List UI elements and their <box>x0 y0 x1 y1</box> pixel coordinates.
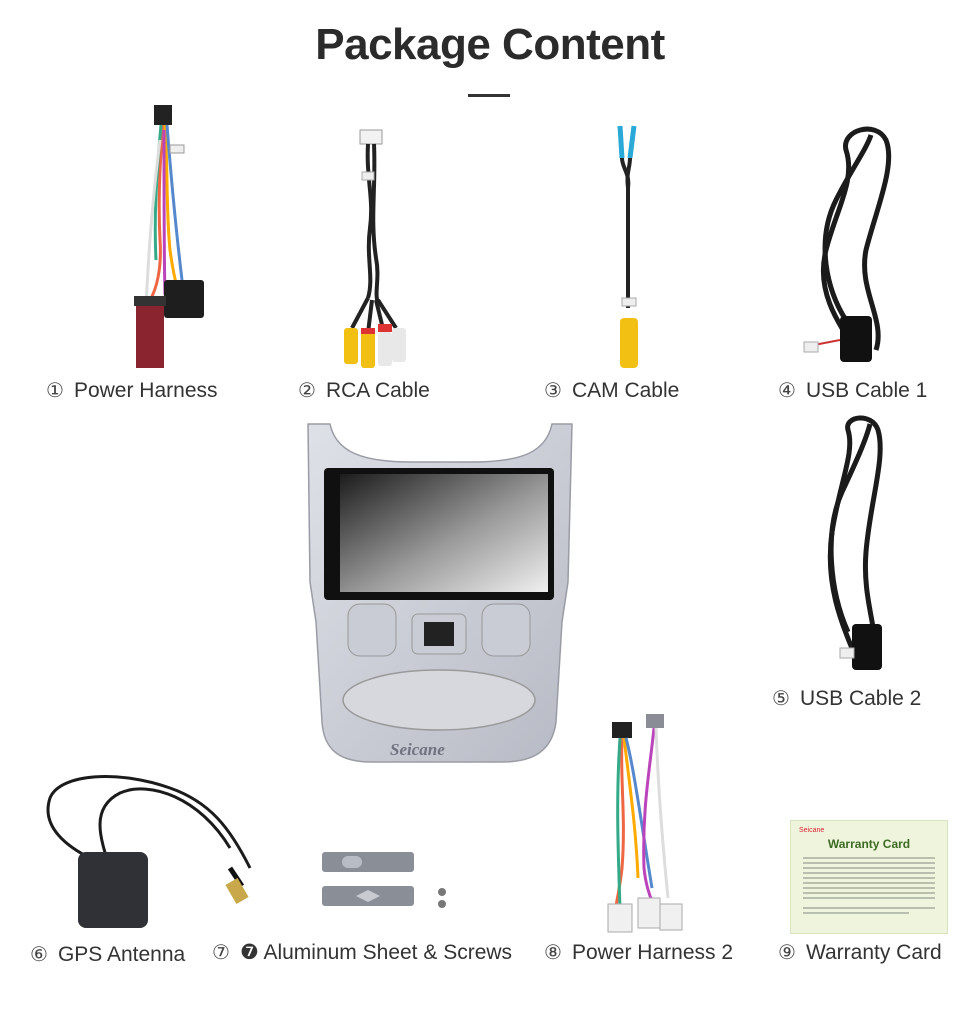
usb-cable-1-image <box>796 120 916 370</box>
rca-cable-image <box>330 128 420 373</box>
usb-cable-2-image <box>800 412 910 677</box>
warranty-card-image: Seicane Warranty Card <box>790 820 948 934</box>
warranty-card-brand: Seicane <box>799 827 825 834</box>
aluminum-sheet-image <box>318 848 458 918</box>
warranty-card-title: Warranty Card <box>827 837 911 851</box>
power-harness-2-image <box>598 708 688 938</box>
title-underline <box>468 94 510 97</box>
gps-antenna-image <box>30 768 260 938</box>
cam-cable-image <box>600 118 660 373</box>
radio-unit-image: Seicane <box>302 422 576 768</box>
radio-brand-logo: Seicane <box>390 740 445 759</box>
power-harness-image <box>120 100 230 370</box>
page-title: Package Content <box>315 20 665 69</box>
warranty-card-text-lines <box>803 857 935 917</box>
